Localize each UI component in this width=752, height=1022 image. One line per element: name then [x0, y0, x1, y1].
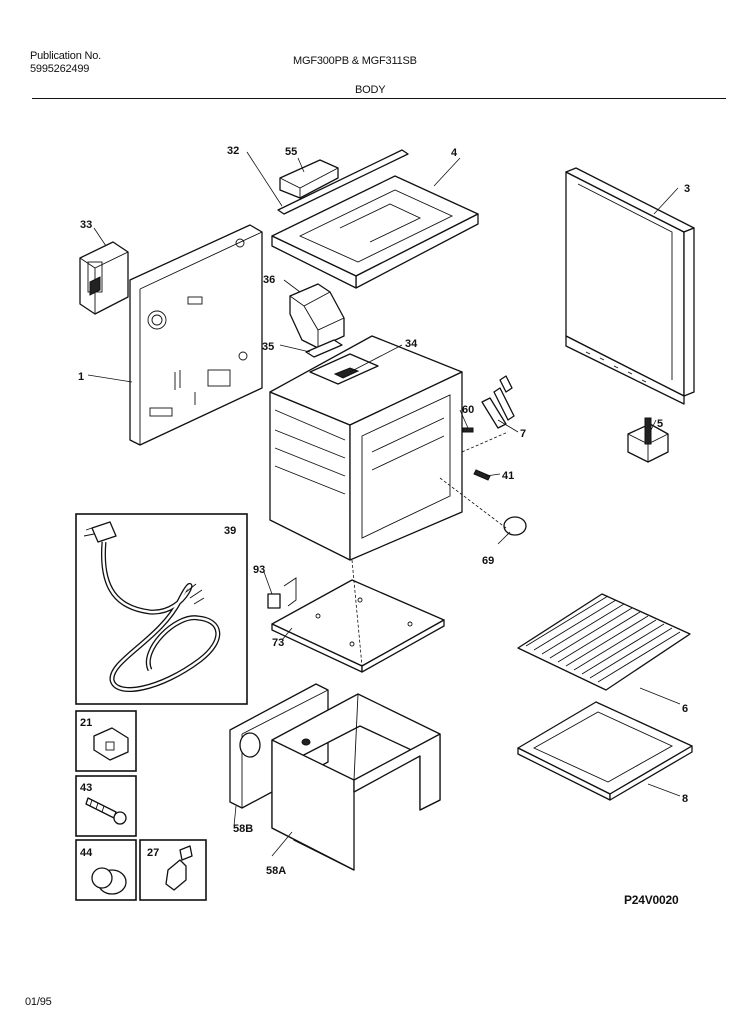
callout-43: 43	[80, 782, 92, 794]
callout-32: 32	[227, 145, 239, 157]
callout-44: 44	[80, 847, 93, 859]
part-7-hinge	[481, 375, 515, 429]
callout-36: 36	[263, 274, 275, 286]
part-32-strip	[277, 149, 409, 215]
callout-34: 34	[405, 338, 418, 350]
callout-1: 1	[78, 371, 84, 383]
callout-41: 41	[502, 470, 514, 482]
callout-27: 27	[147, 847, 159, 859]
part-27-box	[139, 839, 207, 901]
publication-label: Publication No.	[30, 50, 101, 62]
callout-35: 35	[262, 341, 274, 353]
part-58a-storage-drawer	[271, 693, 441, 871]
part-33-terminal-block	[79, 241, 129, 315]
callout-3: 3	[684, 183, 690, 195]
callout-7: 7	[520, 428, 526, 440]
callout-69: 69	[482, 555, 494, 567]
part-39-power-cord	[75, 513, 248, 705]
part-60-clip	[462, 427, 474, 433]
callout-5: 5	[657, 418, 663, 430]
part-36-vent-duct	[289, 283, 345, 349]
oven-body-cabinet	[269, 335, 463, 561]
callout-4: 4	[451, 147, 458, 159]
header-rule	[32, 98, 726, 99]
callout-8: 8	[682, 793, 688, 805]
callout-39: 39	[224, 525, 236, 537]
callout-60: 60	[462, 404, 474, 416]
section-title: BODY	[355, 84, 386, 96]
part-1-back-panel	[129, 224, 263, 446]
revision-date: 01/95	[25, 996, 52, 1008]
part-44-box	[75, 839, 137, 901]
part-73-bottom-panel	[271, 579, 445, 673]
part-35-vent-trim	[305, 339, 343, 358]
callout-6: 6	[682, 703, 688, 715]
callout-21: 21	[80, 717, 92, 729]
publication-number: 5995262499	[30, 63, 90, 75]
part-6-oven-rack	[517, 593, 691, 691]
part-3-oven-door	[565, 167, 695, 405]
callout-93: 93	[253, 564, 265, 576]
part-69-hole-plug	[503, 516, 527, 536]
leader-lines	[87, 151, 681, 857]
part-21-box	[75, 710, 137, 772]
callout-58a: 58A	[266, 865, 286, 877]
part-41-screw	[473, 469, 491, 481]
model-numbers: MGF300PB & MGF311SB	[293, 55, 417, 67]
drawing-code: P24V0020	[624, 893, 679, 907]
callout-73: 73	[272, 637, 284, 649]
part-4-cooktop-frame	[271, 175, 479, 289]
part-8-broiler-pan	[517, 701, 693, 801]
callout-55: 55	[285, 146, 297, 158]
part-55-bracket	[279, 159, 339, 199]
callout-33: 33	[80, 219, 92, 231]
part-93-switch	[267, 577, 297, 609]
part-5-leveling-leg	[627, 417, 669, 463]
part-43-box	[75, 775, 137, 837]
callout-58b: 58B	[233, 823, 253, 835]
